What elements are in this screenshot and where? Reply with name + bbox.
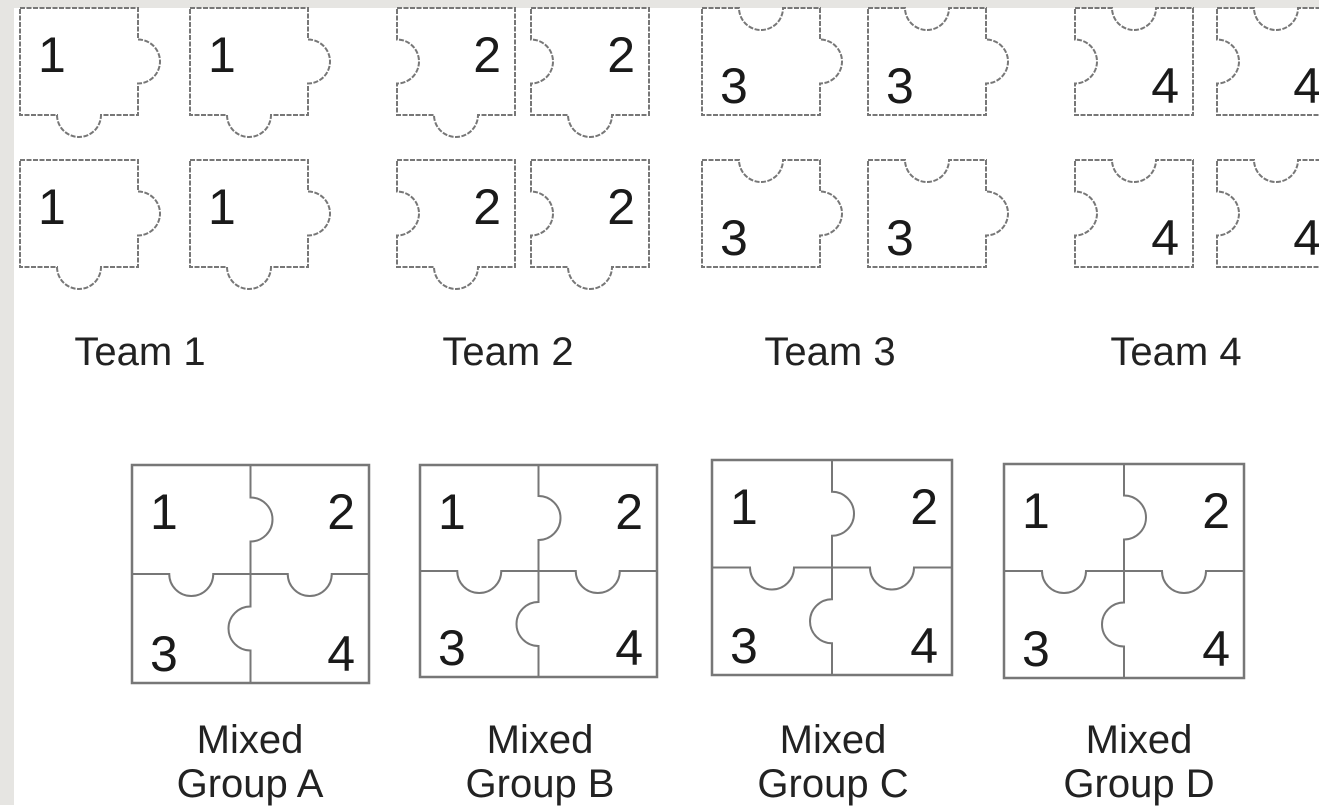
mixed-group-d-puzzle: 1 2 3 4 (1004, 464, 1244, 678)
mixed-group-d-line1: Mixed (1009, 718, 1269, 762)
team-4-piece-1-number: 4 (1151, 58, 1179, 114)
team-4-piece-3: 4 (1075, 160, 1193, 267)
team-4-label: Team 4 (1046, 330, 1306, 375)
mixed-group-a-number-2: 2 (327, 484, 355, 540)
mixed-group-a-puzzle: 1 2 3 4 (132, 465, 369, 683)
mixed-group-c-label: Mixed Group C (703, 718, 963, 806)
mixed-group-b-line1: Mixed (410, 718, 670, 762)
mixed-group-c-number-2: 2 (910, 479, 938, 535)
team-1-piece-4: 1 (190, 160, 330, 289)
team-1-piece-3-number: 1 (38, 179, 66, 235)
mixed-group-d-number-1: 1 (1022, 483, 1050, 539)
team-2-piece-3-number: 2 (473, 179, 501, 235)
mixed-group-a-number-3: 3 (150, 626, 178, 682)
mixed-group-a-label: Mixed Group A (120, 718, 380, 806)
mixed-group-b-number-4: 4 (615, 620, 643, 676)
team-1-piece-2-number: 1 (208, 27, 236, 83)
team-3-piece-3: 3 (702, 160, 842, 267)
mixed-group-c-number-3: 3 (730, 618, 758, 674)
mixed-group-a-number-1: 1 (150, 484, 178, 540)
team-4-piece-2: 4 (1217, 8, 1319, 115)
team-1-piece-3: 1 (20, 160, 160, 289)
team-3-piece-1: 3 (702, 8, 842, 115)
mixed-group-b-number-1: 1 (438, 484, 466, 540)
mixed-group-b-label: Mixed Group B (410, 718, 670, 806)
team-1-piece-4-number: 1 (208, 179, 236, 235)
team-1-label: Team 1 (10, 330, 270, 375)
team-1-piece-1: 1 (20, 8, 160, 137)
mixed-group-d-line2: Group D (1009, 762, 1269, 806)
team-1-piece-1-number: 1 (38, 27, 66, 83)
mixed-group-b-puzzle: 1 2 3 4 (420, 465, 657, 677)
team-2-piece-1: 2 (397, 8, 515, 137)
team-3-piece-4: 3 (868, 160, 1008, 267)
team-4-piece-2-number: 4 (1293, 58, 1319, 114)
mixed-group-d-number-2: 2 (1202, 483, 1230, 539)
team-4-piece-4: 4 (1217, 160, 1319, 267)
team-4-piece-4-number: 4 (1293, 210, 1319, 266)
team-2-piece-2-number: 2 (607, 27, 635, 83)
mixed-group-b-number-2: 2 (615, 484, 643, 540)
team-3-piece-2-number: 3 (886, 58, 914, 114)
team-3-piece-3-number: 3 (720, 210, 748, 266)
mixed-group-d-label: Mixed Group D (1009, 718, 1269, 806)
team-2-piece-3: 2 (397, 160, 515, 289)
mixed-group-c-line2: Group C (703, 762, 963, 806)
mixed-group-c-puzzle: 1 2 3 4 (712, 460, 952, 675)
mixed-group-b-number-3: 3 (438, 620, 466, 676)
mixed-group-c-number-1: 1 (730, 479, 758, 535)
team-3-piece-1-number: 3 (720, 58, 748, 114)
team-3-piece-4-number: 3 (886, 210, 914, 266)
team-4-piece-1: 4 (1075, 8, 1193, 115)
mixed-group-a-number-4: 4 (327, 626, 355, 682)
mixed-group-c-number-4: 4 (910, 618, 938, 674)
mixed-group-a-line2: Group A (120, 762, 380, 806)
mixed-group-a-line1: Mixed (120, 718, 380, 762)
team-2-piece-4: 2 (531, 160, 649, 289)
mixed-group-d-number-3: 3 (1022, 621, 1050, 677)
team-2-label: Team 2 (378, 330, 638, 375)
team-2-piece-2: 2 (531, 8, 649, 137)
team-2-piece-4-number: 2 (607, 179, 635, 235)
team-4-piece-3-number: 4 (1151, 210, 1179, 266)
mixed-group-d-number-4: 4 (1202, 621, 1230, 677)
team-1-piece-2: 1 (190, 8, 330, 137)
mixed-group-b-line2: Group B (410, 762, 670, 806)
team-3-label: Team 3 (700, 330, 960, 375)
team-2-piece-1-number: 2 (473, 27, 501, 83)
mixed-group-c-line1: Mixed (703, 718, 963, 762)
team-3-piece-2: 3 (868, 8, 1008, 115)
